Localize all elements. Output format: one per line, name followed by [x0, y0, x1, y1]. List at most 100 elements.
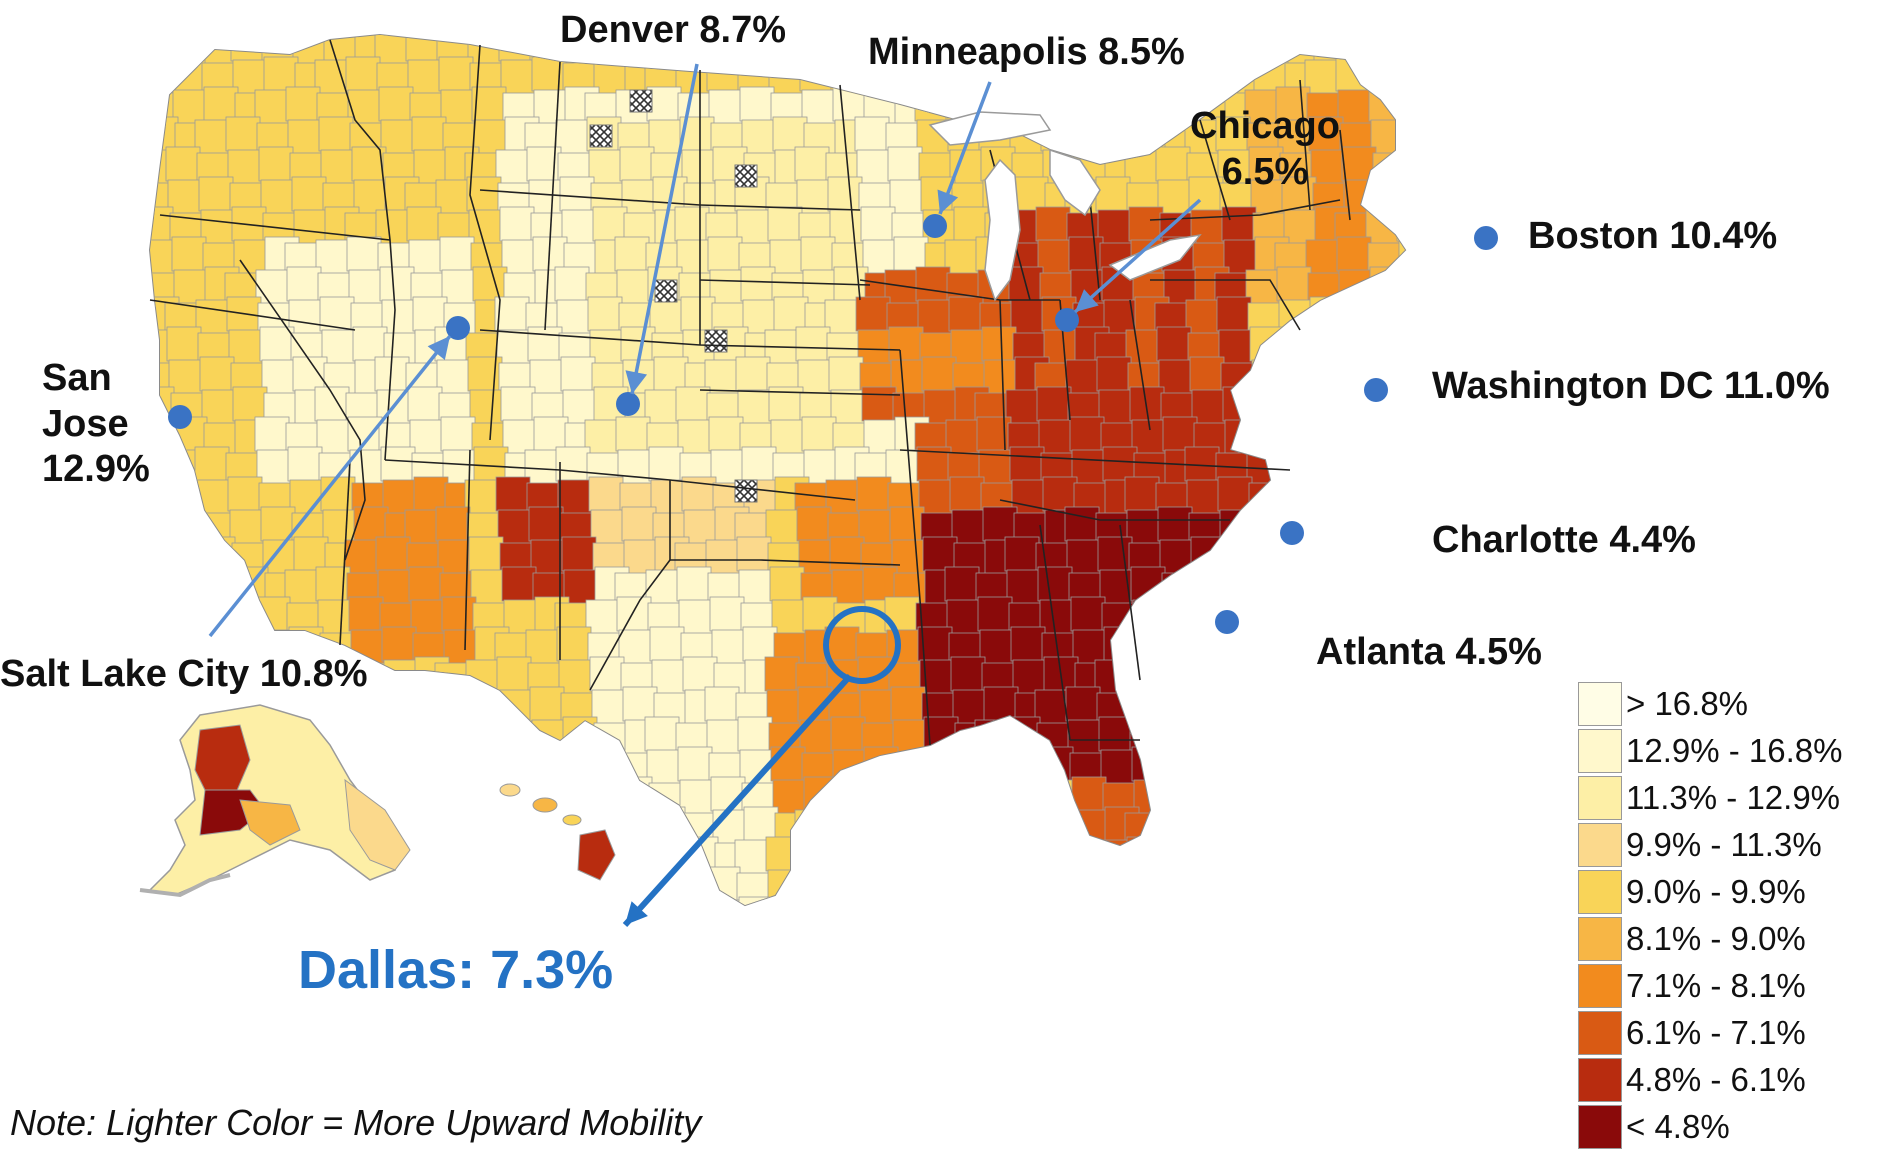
commuting-zone: [795, 326, 831, 362]
commuting-zone: [860, 869, 896, 905]
commuting-zone: [1341, 809, 1377, 845]
commuting-zone: [443, 629, 479, 665]
commuting-zone: [377, 896, 413, 905]
commuting-zone: [195, 299, 231, 335]
commuting-zone: [469, 389, 505, 425]
commuting-zone: [953, 869, 989, 905]
commuting-zone: [891, 866, 927, 902]
commuting-zone: [1005, 716, 1041, 752]
city-marker-sanjose: [168, 405, 192, 429]
commuting-zone: [1159, 866, 1195, 902]
commuting-zone: [980, 809, 1016, 845]
commuting-zone: [194, 119, 230, 155]
commuting-zone: [856, 149, 892, 185]
commuting-zone: [231, 869, 267, 905]
commuting-zone: [1042, 812, 1078, 848]
commuting-zone: [1186, 806, 1222, 842]
commuting-zone: [1367, 569, 1403, 605]
commuting-zone: [563, 569, 599, 605]
hawaii-island-3: [562, 814, 582, 826]
commuting-zone: [165, 482, 201, 518]
commuting-zone: [1398, 902, 1405, 905]
commuting-zone: [438, 719, 474, 755]
commuting-zone: [803, 449, 839, 485]
commuting-zone: [1282, 356, 1318, 392]
commuting-zone: [862, 239, 898, 275]
commuting-zone: [1006, 896, 1042, 905]
commuting-zone: [442, 776, 478, 812]
commuting-zone: [1036, 386, 1072, 422]
commuting-zone: [978, 776, 1014, 812]
commuting-zone: [1127, 689, 1163, 725]
aleutian-islands: [139, 873, 231, 898]
arrow-salt-lake-city-head: [427, 336, 450, 361]
commuting-zone: [405, 35, 441, 62]
commuting-zone: [1283, 872, 1319, 905]
commuting-zone: [708, 89, 744, 125]
commuting-zone: [347, 752, 383, 788]
commuting-zone: [169, 539, 205, 575]
commuting-zone: [1126, 836, 1162, 872]
commuting-zone: [1244, 416, 1280, 452]
commuting-zone: [1013, 176, 1049, 212]
commuting-zone: [616, 596, 652, 632]
legend-item: 9.9% - 11.3%: [1578, 821, 1878, 868]
commuting-zone: [1397, 59, 1405, 95]
commuting-zone: [1221, 869, 1257, 905]
commuting-zone: [229, 509, 265, 545]
commuting-zone: [379, 266, 415, 302]
commuting-zone: [1343, 842, 1379, 878]
commuting-zone: [1012, 659, 1048, 695]
commuting-zone: [496, 656, 532, 692]
commuting-zone: [1402, 296, 1405, 332]
commuting-zone: [173, 596, 209, 632]
commuting-zone: [1224, 419, 1260, 455]
commuting-zone: [1276, 266, 1312, 302]
commuting-zone: [437, 866, 473, 902]
commuting-zone: [1223, 566, 1259, 602]
commuting-zone: [587, 296, 623, 332]
commuting-zone: [374, 692, 410, 728]
commuting-zone: [1365, 536, 1401, 572]
commuting-zone: [495, 476, 531, 512]
commuting-zone: [263, 56, 299, 92]
commuting-zone: [1155, 809, 1191, 845]
city-marker-saltlake: [446, 316, 470, 340]
commuting-zone: [1219, 836, 1255, 872]
commuting-zone: [594, 902, 630, 905]
commuting-zone: [1193, 749, 1229, 785]
legend-swatch: [1578, 963, 1622, 1008]
commuting-zone: [764, 656, 800, 692]
commuting-zone: [408, 902, 444, 905]
commuting-zone: [346, 236, 382, 272]
commuting-zone: [798, 866, 834, 902]
commuting-zone: [284, 896, 320, 905]
commuting-zone: [950, 656, 986, 692]
commuting-zone: [254, 416, 290, 452]
legend-label: 4.8% - 6.1%: [1626, 1060, 1806, 1098]
commuting-zone: [441, 596, 477, 632]
commuting-zone: [1245, 596, 1281, 632]
commuting-zone: [828, 356, 864, 392]
commuting-zone: [1164, 776, 1200, 812]
commuting-zone: [1394, 182, 1405, 218]
commuting-zone: [1065, 686, 1101, 722]
commuting-zone: [863, 746, 899, 782]
commuting-zone: [321, 329, 357, 365]
commuting-zone: [1191, 389, 1227, 425]
commuting-zone: [315, 239, 351, 275]
commuting-zone: [953, 206, 989, 242]
commuting-zone: [1244, 752, 1280, 788]
commuting-zone: [742, 626, 778, 662]
commuting-zone: [920, 839, 956, 875]
commuting-zone: [1341, 482, 1377, 518]
commuting-zone: [1071, 449, 1107, 485]
commuting-zone: [407, 59, 443, 95]
commuting-zone: [150, 812, 170, 848]
commuting-zone: [1100, 749, 1136, 785]
commuting-zone: [1125, 329, 1161, 365]
commuting-zone: [1184, 782, 1220, 818]
commuting-zone: [1103, 299, 1139, 335]
arrow-denver-line: [630, 63, 699, 395]
commuting-zone: [796, 506, 832, 542]
